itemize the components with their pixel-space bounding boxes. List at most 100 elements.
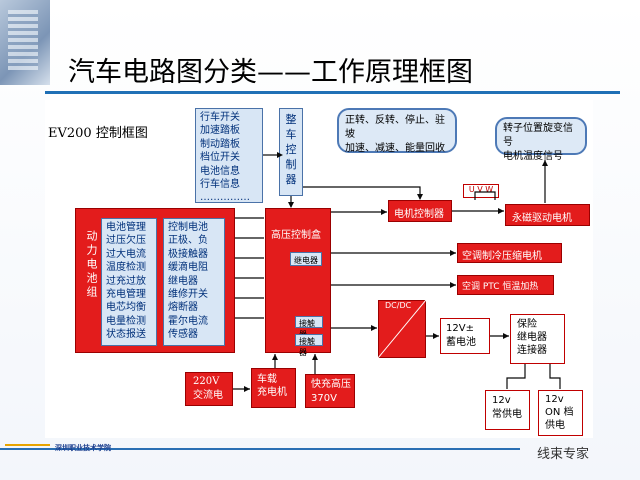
fast-charge-label: 快充高压: [311, 379, 351, 390]
pack-control-item-3: 极接触器: [168, 248, 208, 260]
bms-item-2: 过压欠压: [106, 235, 146, 247]
on-power-voltage: 12v: [545, 394, 564, 405]
ac-compressor-box: 空调制冷压缩电机: [457, 243, 562, 263]
bms-item-6: 充电管理: [106, 289, 146, 301]
signal-more: ……………: [200, 192, 250, 204]
motor-box: 永磁驱动电机: [505, 204, 590, 226]
arrow-hv-ac-comp: [450, 250, 456, 256]
signal-drive-info: 行车信息: [200, 179, 240, 191]
vcu-char-1: 整: [285, 113, 297, 126]
wire-vcu-motor-ctrl: [303, 186, 421, 199]
bms-item-7: 电芯均衡: [106, 302, 146, 314]
slide-title: 汽车电路图分类——工作原理框图: [68, 57, 473, 88]
bms-item-9: 状态报送: [106, 329, 146, 341]
dcdc-label: DC/DC: [385, 301, 412, 310]
signal-drive-switch: 行车开关: [200, 112, 240, 123]
signal-brake-pedal: 制动踏板: [200, 138, 240, 150]
connector-label: 连接器: [517, 345, 547, 356]
fast-charge-box: 快充高压 370V: [305, 374, 355, 408]
aux-battery-label: 蓄电池: [446, 337, 476, 348]
fast-charge-voltage: 370V: [311, 393, 337, 404]
arrow-vcu-motor-ctrl: [417, 194, 423, 200]
bms-item-4: 温度检测: [106, 262, 146, 274]
title-underline: [45, 91, 620, 94]
battery-pack-label: 动力电池组: [85, 230, 98, 300]
arrow-aux-fuse: [503, 333, 509, 339]
bms-item-1: 电池管理: [106, 222, 146, 233]
pack-control-item-5: 继电器: [168, 275, 198, 287]
pack-control-item-4: 缓滴电阻: [168, 262, 208, 274]
pack-control-item-9: 传感器: [168, 329, 198, 341]
relay-label: 继电器: [517, 332, 547, 343]
signal-gear-switch: 档位开关: [200, 152, 240, 164]
school-name: 深圳职业技术学院: [55, 444, 111, 452]
arrow-dcdc-aux: [433, 333, 439, 339]
signal-battery-info: 电池信息: [200, 165, 240, 177]
pack-control-item-2: 正极、负: [168, 235, 208, 247]
relay-box: 继电器: [290, 252, 322, 266]
ac-input-voltage: 220V: [193, 376, 220, 387]
bms-item-3: 过大电流: [106, 248, 146, 260]
diagram-title: EV200 控制框图: [48, 126, 148, 141]
feedback-line-1: 转子位置旋变信号: [503, 123, 573, 148]
onboard-charger-box: 车载 充电机: [251, 368, 296, 408]
ac-ptc-box: 空调 PTC 恒温加热: [457, 275, 554, 295]
contactor-box-2: 接触器: [295, 334, 323, 357]
ac-input-label: 交流电: [193, 390, 223, 401]
vcu-char-5: 器: [285, 173, 297, 186]
watermark: 线束专家: [537, 447, 590, 462]
arrow-signals-vcu: [277, 152, 283, 158]
arrow-hv-dcdc: [371, 325, 377, 331]
pack-control-item-6: 维修开关: [168, 289, 208, 301]
signal-accel-pedal: 加速踏板: [200, 125, 240, 137]
bms-item-8: 电量检测: [106, 315, 146, 327]
uvw-label: U V W: [463, 184, 499, 198]
pack-control-item-7: 熔断器: [168, 302, 198, 314]
arrow-fast-hv: [312, 354, 318, 360]
pack-control-item-8: 霍尔电流: [168, 315, 208, 327]
ac-input-box: 220V 交流电: [185, 372, 233, 406]
wiring-layer: [233, 152, 561, 392]
arrow-vcu-hv: [288, 202, 294, 208]
command-line-1: 正转、反转、停止、驻坡: [345, 115, 445, 140]
bms-item-5: 过充过放: [106, 275, 146, 287]
footer-accent: [5, 444, 50, 446]
constant-power-label: 常供电: [492, 409, 522, 420]
wire-fuse-on: [549, 364, 561, 389]
onboard-charger-line-1: 车载: [257, 374, 277, 385]
on-power-label: 供电: [545, 420, 565, 431]
on-power-gear: ON 档: [545, 407, 574, 418]
vcu-char-4: 制: [285, 158, 297, 171]
arrow-charger-hv: [272, 354, 278, 360]
arrow-motor-feedback: [542, 160, 548, 166]
vcu-char-3: 控: [285, 143, 297, 156]
footer-line: [0, 448, 520, 450]
dcdc-converter: [378, 300, 426, 358]
diagram-canvas: EV200 控制框图 行车开关 加速踏板 制动踏板 档位开关 电池信息 行车信息…: [45, 100, 593, 438]
signal-input-box: 行车开关 加速踏板 制动踏板 档位开关 电池信息 行车信息 ……………: [195, 108, 263, 203]
hv-control-label: 高压控制盒: [271, 230, 321, 241]
on-power-box: 12v ON 档 供电: [538, 390, 583, 436]
fuse-relay-box: 保险 继电器 连接器: [510, 314, 565, 364]
arrow-ctrl-motor: [498, 208, 504, 214]
building-photo: [0, 0, 50, 85]
pack-control-item-1: 控制电池: [168, 222, 208, 233]
wire-fuse-constant: [506, 364, 526, 389]
arrow-hv-motor-ctrl: [381, 209, 387, 215]
aux-battery-box: 12V± 蓄电池: [440, 318, 490, 354]
feedback-bubble: 转子位置旋变信号 电机温度信号: [495, 117, 587, 162]
constant-power-box: 12v 常供电: [485, 390, 530, 430]
arrow-hv-ac-ptc: [450, 282, 456, 288]
arrow-ac-charger: [244, 386, 250, 392]
pack-control-box: 控制电池 正极、负 极接触器 缓滴电阻 继电器 维修开关 熔断器 霍尔电流 传感…: [163, 218, 225, 346]
wire-uvw-loop: [474, 191, 496, 200]
aux-battery-voltage: 12V±: [446, 323, 474, 334]
motor-controller-box: 电机控制器: [388, 200, 452, 222]
constant-power-voltage: 12v: [492, 395, 511, 406]
command-line-2: 加速、减速、能量回收: [345, 143, 445, 154]
bms-box: 电池管理 过压欠压 过大电流 温度检测 过充过放 充电管理 电芯均衡 电量检测 …: [101, 218, 157, 346]
command-bubble: 正转、反转、停止、驻坡 加速、减速、能量回收: [337, 108, 457, 154]
vcu-char-2: 车: [285, 128, 297, 141]
feedback-line-2: 电机温度信号: [503, 151, 563, 162]
onboard-charger-line-2: 充电机: [257, 387, 287, 398]
